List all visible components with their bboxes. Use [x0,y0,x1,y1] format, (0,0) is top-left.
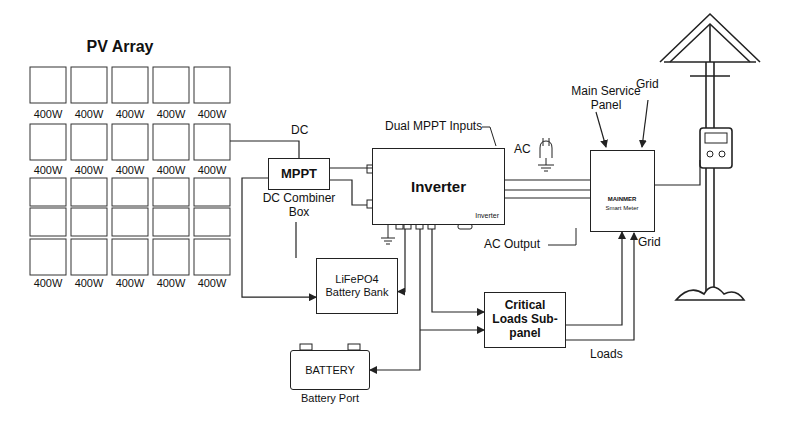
component-caption: DC Combiner Box [259,192,339,220]
solar-panel [194,239,230,275]
panel-rating: 400W [198,164,227,176]
panel-rating: 400W [116,108,145,120]
solar-panel [153,239,189,275]
solar-panel [30,67,66,103]
component-box: LiFePO4 Battery Bank [316,258,398,314]
callout-label: Grid [636,78,659,91]
component-name: LiFePO4 Battery Bank [317,271,397,300]
solar-panel [30,239,66,275]
panel-rating: 400W [75,164,104,176]
wire-connector [432,229,484,312]
callout-label: Loads [590,348,623,361]
solar-panel [112,124,148,160]
callout-label: AC [514,143,531,156]
callout-label: PV Array [87,38,154,56]
component-name: BATTERY [301,362,359,379]
solar-panel [112,67,148,103]
solar-panel [71,239,107,275]
solar-panel [30,208,66,236]
component-name: MPPT [277,165,321,184]
panel-rating: 400W [198,108,227,120]
solar-panel [194,67,230,103]
solar-panel [194,124,230,160]
component-box: BATTERYBattery Port [290,350,370,390]
solar-panel [30,124,66,160]
panel-rating: 400W [157,164,186,176]
callout-label: Grid [638,236,661,249]
component-name: Inverter [407,176,470,197]
solar-panel [112,208,148,236]
solar-panel [71,178,107,206]
solar-panel [194,208,230,236]
component-name: Main Service Panel [569,85,643,113]
callout-label: Smart Meter [605,205,638,212]
panel-rating: 400W [34,164,63,176]
callout-label: MAINMER [608,196,637,203]
component-box: InverterInverter [372,148,505,225]
component-box: Critical Loads Sub-panel [484,292,566,348]
panel-rating: 400W [34,277,63,289]
component-box: MPPTDC Combiner Box [268,158,330,190]
solar-panel [71,67,107,103]
panel-rating: 400W [75,108,104,120]
callout-label: AC Output [484,238,540,251]
callout-label: DC [291,124,308,137]
panel-rating: 400W [34,108,63,120]
panel-rating: 400W [157,277,186,289]
solar-panel [153,67,189,103]
panel-rating: 400W [157,108,186,120]
panel-rating: 400W [198,277,227,289]
wire-connector [505,179,590,180]
panel-rating: 400W [116,277,145,289]
component-caption: Battery Port [285,392,375,405]
solar-panel [71,124,107,160]
panel-rating: 400W [75,277,104,289]
solar-panel [71,208,107,236]
solar-panel [153,208,189,236]
component-box: Main Service Panel [590,150,655,232]
component-name: Critical Loads Sub-panel [485,297,565,342]
callout-label: Dual MPPT Inputs [385,120,482,133]
panel-rating: 400W [116,164,145,176]
solar-panel [112,239,148,275]
component-caption: Inverter [475,212,499,220]
wire-connector [398,229,405,292]
solar-panel [153,124,189,160]
wire-connector [330,167,372,168]
solar-panel [194,178,230,206]
solar-panel [112,178,148,206]
wire-connector [566,232,622,325]
solar-panel [153,178,189,206]
solar-panel [30,178,66,206]
